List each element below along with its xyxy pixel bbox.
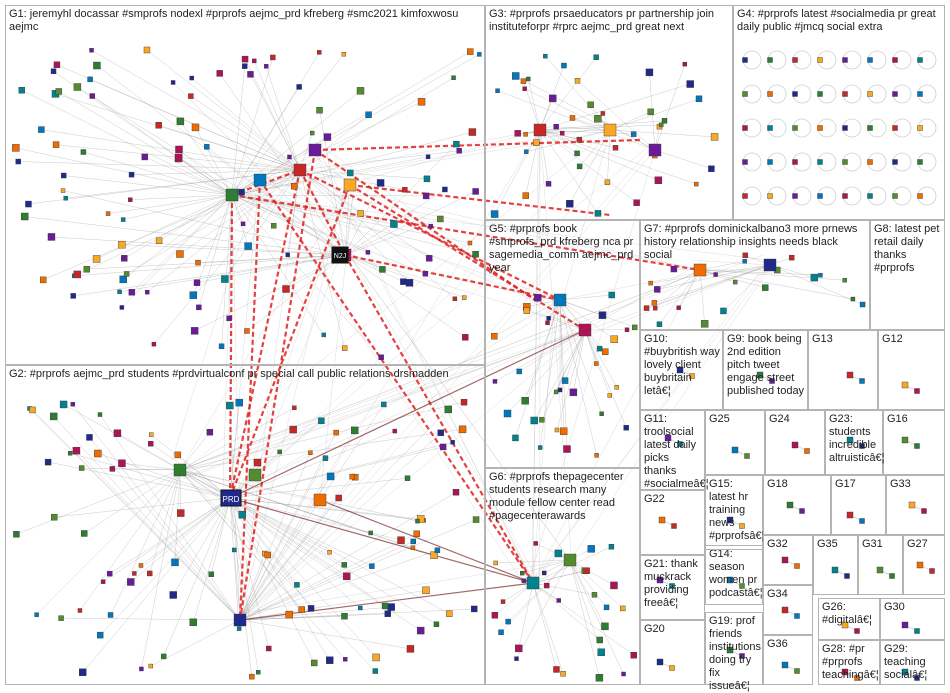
group-label-g5: G5: #prprofs book #smprofs_prd kfreberg … xyxy=(489,223,638,275)
group-panel-g25: G25 xyxy=(705,410,765,475)
group-label-g27: G27 xyxy=(907,538,943,551)
group-panel-g35: G35 xyxy=(813,535,858,595)
group-panel-g9: G9: book being 2nd edition pitch tweet e… xyxy=(723,330,808,410)
group-label-g21: G21: thank muckrack providing freeâ€¦ xyxy=(644,558,703,610)
group-label-g26: G26: #digitalâ€¦ xyxy=(822,601,878,627)
group-panel-g10: G10: #buybritish way lovely client buybr… xyxy=(640,330,723,410)
group-label-g23: G23: students incredible altruisticâ€¦ xyxy=(829,413,881,465)
group-panel-g13: G13 xyxy=(808,330,878,410)
group-panel-g7: G7: #prprofs dominickalbano3 more prnews… xyxy=(640,220,870,330)
group-panel-g17: G17 xyxy=(831,475,886,535)
group-label-g16: G16 xyxy=(887,413,943,426)
group-label-g9: G9: book being 2nd edition pitch tweet e… xyxy=(727,333,806,398)
group-panel-g28: G28: #pr #prprofs teachingâ€¦ xyxy=(818,640,880,685)
group-label-g18: G18 xyxy=(767,478,829,491)
group-label-g29: G29: teaching socialâ€¦ xyxy=(884,643,943,682)
group-panel-g30: G30 xyxy=(880,598,945,640)
group-panel-g23: G23: students incredible altruisticâ€¦ xyxy=(825,410,883,475)
group-panel-g20: G20 xyxy=(640,620,705,685)
group-panel-g1: G1: jeremyhl docassar #smprofs nodexl #p… xyxy=(5,5,485,365)
group-panel-g27: G27 xyxy=(903,535,945,595)
group-panel-g5: G5: #prprofs book #smprofs_prd kfreberg … xyxy=(485,220,640,468)
group-label-g22: G22 xyxy=(644,493,703,506)
group-label-g3: G3: #prprofs prsaeducators pr partnershi… xyxy=(489,8,731,34)
group-label-g6: G6: #prprofs thepagecenter students rese… xyxy=(489,471,638,523)
group-label-g19: G19: prof friends institutions doing try… xyxy=(709,615,761,682)
group-panel-g24: G24 xyxy=(765,410,825,475)
group-panel-g26: G26: #digitalâ€¦ xyxy=(818,598,880,640)
group-label-g10: G10: #buybritish way lovely client buybr… xyxy=(644,333,721,398)
group-panel-g22: G22 xyxy=(640,490,705,555)
group-label-g34: G34 xyxy=(767,588,811,601)
group-label-g2: G2: #prprofs aejmc_prd students #prdvirt… xyxy=(9,368,483,381)
group-panel-g2: G2: #prprofs aejmc_prd students #prdvirt… xyxy=(5,365,485,685)
group-label-g11: G11: troolsocial latest daily picks than… xyxy=(644,413,703,487)
group-label-g8: G8: latest pet retail daily thanks #prpr… xyxy=(874,223,943,275)
group-label-g24: G24 xyxy=(769,413,823,426)
group-panel-g34: G34 xyxy=(763,585,813,635)
group-panel-g12: G12 xyxy=(878,330,945,410)
group-label-g36: G36 xyxy=(767,638,811,651)
group-panel-g14: G14: season women pr podcastâ€¦ xyxy=(705,545,763,605)
group-panel-g21: G21: thank muckrack providing freeâ€¦ xyxy=(640,555,705,620)
group-label-g15: G15: latest hr training news #prprofsâ€¦ xyxy=(709,478,761,543)
group-panel-g4: G4: #prprofs latest #socialmedia pr grea… xyxy=(733,5,945,220)
group-panel-g6: G6: #prprofs thepagecenter students rese… xyxy=(485,468,640,685)
group-label-g1: G1: jeremyhl docassar #smprofs nodexl #p… xyxy=(9,8,483,34)
group-panel-g36: G36 xyxy=(763,635,813,685)
group-panel-g18: G18 xyxy=(763,475,831,535)
group-label-g7: G7: #prprofs dominickalbano3 more prnews… xyxy=(644,223,868,262)
group-panel-g29: G29: teaching socialâ€¦ xyxy=(880,640,945,685)
group-panel-g32: G32 xyxy=(763,535,813,585)
group-label-g33: G33 xyxy=(890,478,943,491)
group-panel-g3: G3: #prprofs prsaeducators pr partnershi… xyxy=(485,5,733,220)
group-panel-g19: G19: prof friends institutions doing try… xyxy=(705,612,763,685)
group-panel-g15: G15: latest hr training news #prprofsâ€¦ xyxy=(705,475,763,550)
group-label-g30: G30 xyxy=(884,601,943,614)
group-panel-g33: G33 xyxy=(886,475,945,535)
group-label-g20: G20 xyxy=(644,623,703,636)
group-panel-g16: G16 xyxy=(883,410,945,475)
group-label-g28: G28: #pr #prprofs teachingâ€¦ xyxy=(822,643,878,682)
group-label-g12: G12 xyxy=(882,333,943,346)
group-label-g14: G14: season women pr podcastâ€¦ xyxy=(709,548,761,600)
group-label-g25: G25 xyxy=(709,413,763,426)
group-label-g17: G17 xyxy=(835,478,884,491)
group-panel-g11: G11: troolsocial latest daily picks than… xyxy=(640,410,705,490)
group-panel-g31: G31 xyxy=(858,535,903,595)
group-label-g35: G35 xyxy=(817,538,856,551)
group-panel-g8: G8: latest pet retail daily thanks #prpr… xyxy=(870,220,945,330)
group-label-g32: G32 xyxy=(767,538,811,551)
group-label-g4: G4: #prprofs latest #socialmedia pr grea… xyxy=(737,8,943,34)
group-label-g31: G31 xyxy=(862,538,901,551)
group-label-g13: G13 xyxy=(812,333,876,346)
